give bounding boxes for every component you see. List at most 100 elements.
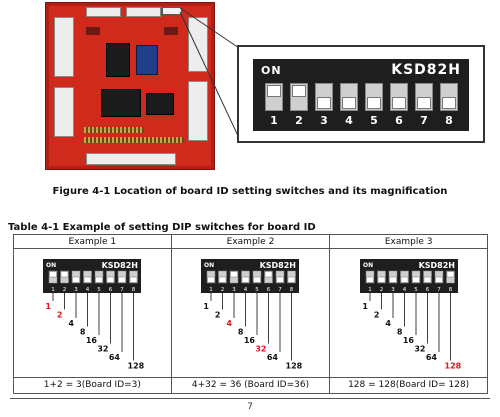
switch-weight-label: 64 <box>267 353 279 362</box>
switch-weight-label: 128 <box>286 361 303 370</box>
dip-switch-number: 8 <box>132 287 136 293</box>
dip-switch-number: 3 <box>391 287 395 293</box>
table-title: Table 4-1 Example of setting DIP switche… <box>8 222 316 233</box>
dip-switch-number: 5 <box>370 114 378 127</box>
table-header-row: Example 1 Example 2 Example 3 <box>13 233 488 250</box>
dip-switch-knob <box>292 85 306 97</box>
dip-switch-knob <box>242 276 250 283</box>
switch-weight-label: 4 <box>69 319 75 328</box>
switch-weight-label: 1 <box>204 302 210 311</box>
dip-switch-knob <box>442 97 456 109</box>
dip-switch-7 <box>415 83 433 111</box>
dip-switch-6 <box>390 83 408 111</box>
switch-weight-label: 128 <box>128 361 145 370</box>
example-result: 1+2 = 3(Board ID=3) <box>13 376 172 395</box>
dip-switch-number: 4 <box>345 114 353 127</box>
table-result-row: 1+2 = 3(Board ID=3) 4+32 = 36 (Board ID=… <box>13 376 488 395</box>
dip-on-label: ON <box>363 262 373 269</box>
switch-weight-label: 32 <box>98 344 109 353</box>
board-connector <box>54 87 74 137</box>
board-component <box>164 27 178 35</box>
dip-switch-number: 3 <box>233 287 237 293</box>
dip-switch-knob <box>446 271 454 278</box>
board-connector <box>188 81 208 141</box>
switch-weight-label: 64 <box>109 353 121 362</box>
dip-switch-number: 5 <box>98 287 102 293</box>
switch-weight-label: 16 <box>244 336 256 345</box>
dip-switch-number: 6 <box>109 287 113 293</box>
dip-switch-knob <box>107 276 115 283</box>
dip-on-label: ON <box>261 64 282 77</box>
dip-switch-knob <box>423 276 431 283</box>
dip-switch-number: 1 <box>270 114 278 127</box>
dip-switch-knob <box>392 97 406 109</box>
dip-switch-number: 7 <box>420 114 428 127</box>
board-connector <box>86 7 121 17</box>
example-header: Example 3 <box>329 233 488 250</box>
dip-model-label: KSD82H <box>102 261 138 270</box>
dip-switch-knob <box>230 271 239 278</box>
dip-switch-number: 1 <box>52 287 56 293</box>
example-header: Example 1 <box>13 233 172 250</box>
dip-switch-knob <box>377 276 385 283</box>
dip-switch-knob <box>219 276 227 283</box>
example-header: Example 2 <box>170 233 331 250</box>
dip-model-label: KSD82H <box>391 62 461 78</box>
switch-weight-label: 1 <box>362 302 368 311</box>
dip-switch-location <box>162 7 182 15</box>
switch-weight-label: 128 <box>444 361 461 370</box>
dip-switch-3 <box>315 83 333 111</box>
dip-on-label: ON <box>204 262 214 269</box>
example-result: 128 = 128(Board ID= 128) <box>329 376 488 395</box>
board-chip <box>136 45 158 75</box>
dip-switch-number: 8 <box>290 287 294 293</box>
dip-switch-knob <box>72 276 81 283</box>
dip-switch-knob <box>342 97 356 109</box>
dip-switch-knob <box>253 276 262 283</box>
dip-switch-1 <box>265 83 283 111</box>
dip-switch-knob <box>317 97 331 109</box>
dip-switch-knob <box>411 276 420 283</box>
dip-switch-number: 4 <box>244 287 248 293</box>
dip-on-label: ON <box>46 262 56 269</box>
switch-weight-label: 16 <box>403 336 415 345</box>
dip-switch-number: 2 <box>295 114 303 127</box>
dip-switch-knob <box>367 97 381 109</box>
switch-weight-label: 64 <box>426 353 438 362</box>
switch-weight-label: 16 <box>86 336 98 345</box>
dip-switch-knob <box>288 276 296 283</box>
dip-switch-8 <box>440 83 458 111</box>
dip-switch-knob <box>49 271 58 278</box>
page-number: 7 <box>247 402 253 412</box>
dip-switch-knob <box>130 276 138 283</box>
dip-switch-knob <box>365 276 374 283</box>
switch-weight-label: 32 <box>256 344 267 353</box>
switch-weight-label: 8 <box>80 327 86 336</box>
controller-board-photo <box>45 2 215 170</box>
dip-switch-number: 6 <box>425 287 429 293</box>
dip-switch-number: 6 <box>267 287 271 293</box>
dip-switch-knob <box>276 276 285 283</box>
footer-rule <box>10 398 490 399</box>
dip-switch-number: 3 <box>75 287 79 293</box>
dip-switch-knob <box>265 271 273 278</box>
board-connector <box>54 17 74 77</box>
switch-weight-label: 32 <box>414 344 425 353</box>
dip-switch-number: 8 <box>448 287 452 293</box>
board-chip <box>101 89 141 117</box>
board-pin-header <box>84 127 144 133</box>
switch-weight-label: 4 <box>227 319 233 328</box>
switch-weight-label: 1 <box>46 302 52 311</box>
board-pin-header <box>84 137 184 143</box>
board-connector <box>86 153 176 165</box>
dip-switch-number: 1 <box>210 287 214 293</box>
dip-switch-number: 2 <box>63 287 67 293</box>
dip-switch-number: 2 <box>221 287 225 293</box>
board-chip <box>146 93 174 115</box>
